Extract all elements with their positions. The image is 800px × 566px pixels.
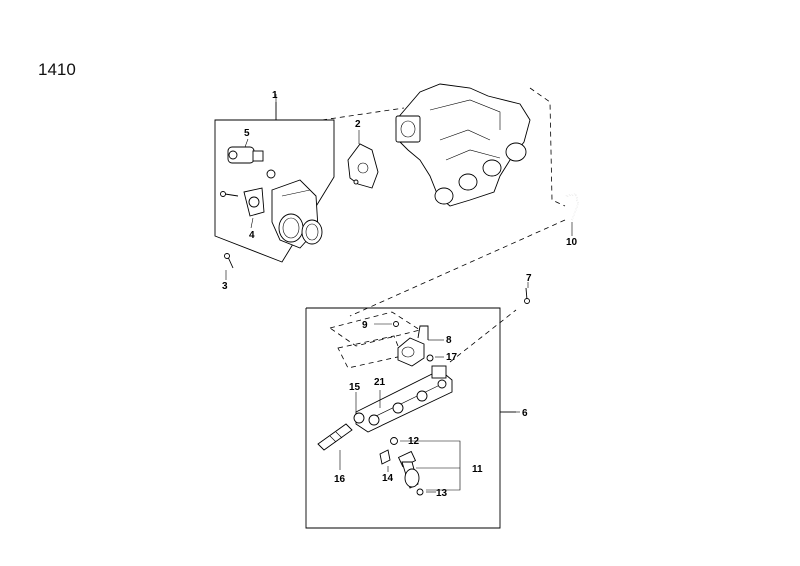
callout-14: 14 — [382, 473, 394, 484]
callout-5: 5 — [244, 128, 250, 139]
callout-4: 4 — [249, 230, 255, 241]
callout-12: 12 — [408, 436, 420, 447]
fuel-rail[interactable] — [355, 365, 453, 433]
throttle-body-group — [214, 102, 335, 269]
throttle-position-sensor[interactable] — [243, 187, 265, 217]
gasket-2[interactable] — [347, 143, 379, 189]
vacuum-hose-10[interactable] — [565, 193, 579, 221]
callout-10: 10 — [566, 237, 578, 248]
callout-17: 17 — [446, 352, 458, 363]
callout-15: 15 — [349, 382, 361, 393]
callout-3: 3 — [222, 281, 228, 292]
callout-6: 6 — [522, 408, 528, 419]
callout-21: 21 — [374, 377, 386, 388]
callout-13: 13 — [436, 488, 448, 499]
callout-11: 11 — [472, 464, 483, 475]
group-6-frame-b — [306, 307, 501, 412]
bolt-3[interactable] — [224, 253, 234, 269]
fuel-pressure-regulator[interactable] — [397, 325, 429, 367]
callout-16: 16 — [334, 474, 346, 485]
o-ring-17[interactable] — [426, 354, 434, 362]
callout-2: 2 — [355, 119, 361, 130]
o-ring-5[interactable] — [266, 169, 276, 179]
screw-9[interactable] — [393, 321, 399, 327]
fuel-rail-group — [305, 287, 530, 529]
callout-9: 9 — [362, 320, 368, 331]
page-code: 1410 — [38, 60, 76, 79]
injector-clip[interactable] — [379, 449, 391, 465]
o-ring-13[interactable] — [416, 488, 424, 496]
group-6-frame-a — [305, 308, 501, 529]
o-ring-15[interactable] — [353, 412, 365, 424]
screw-4[interactable] — [220, 191, 239, 197]
fuel-injector[interactable] — [397, 450, 420, 489]
callout-7: 7 — [526, 273, 532, 284]
fuel-inlet-pipe[interactable] — [317, 423, 353, 451]
throttle-body[interactable] — [271, 179, 323, 249]
idle-air-control-valve[interactable] — [227, 146, 264, 164]
intake-manifold[interactable] — [395, 83, 531, 207]
callout-1: 1 — [272, 90, 278, 101]
callout-8: 8 — [446, 335, 452, 346]
o-ring-12-upper[interactable] — [390, 437, 398, 445]
bolt-7[interactable] — [524, 287, 530, 304]
